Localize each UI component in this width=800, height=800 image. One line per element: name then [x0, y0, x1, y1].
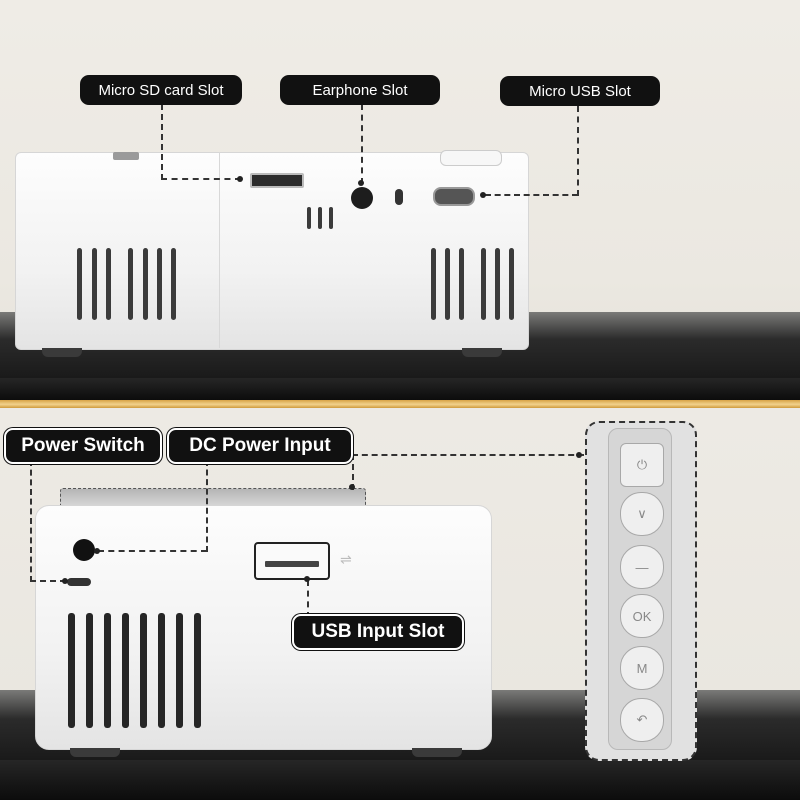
leader-line — [577, 106, 579, 196]
vent-slot — [104, 613, 111, 728]
vent-slot — [143, 248, 148, 320]
leader-line — [485, 194, 578, 196]
power-icon: ⏻ — [620, 443, 664, 487]
vent-slot — [194, 613, 201, 728]
vent-slot — [329, 207, 333, 229]
ok-button: OK — [620, 594, 664, 638]
vent-slot — [318, 207, 322, 229]
earphone-label: Earphone Slot — [280, 75, 440, 105]
micro-usb-port — [433, 187, 475, 206]
leader-dot — [349, 484, 355, 490]
device-foot — [462, 348, 502, 357]
device-foot — [412, 748, 462, 757]
leader-dot — [358, 180, 364, 186]
leader-line — [307, 580, 309, 618]
indicator-led — [395, 189, 403, 205]
vent-slot — [431, 248, 436, 320]
vent-slot — [495, 248, 500, 320]
chevron-down-icon: ∨ — [620, 492, 664, 536]
return-icon: ↶ — [620, 698, 664, 742]
earphone-jack — [351, 187, 373, 209]
leader-dot — [62, 578, 68, 584]
leader-line — [30, 580, 66, 582]
leader-dot — [576, 452, 582, 458]
top-tab — [113, 152, 139, 160]
vent-slot — [481, 248, 486, 320]
leader-line — [161, 178, 241, 180]
vent-slot — [445, 248, 450, 320]
dc-power-label: DC Power Input — [167, 428, 353, 464]
vent-slot — [459, 248, 464, 320]
usb-input-label: USB Input Slot — [292, 614, 464, 650]
menu-icon: M — [620, 646, 664, 690]
vent-slot — [158, 613, 165, 728]
device-foot — [42, 348, 82, 357]
leader-line — [161, 104, 163, 180]
power-switch — [67, 578, 91, 586]
leader-line — [98, 550, 207, 552]
vent-slot — [68, 613, 75, 728]
vent-slot — [128, 248, 133, 320]
panel-seam — [219, 152, 220, 348]
vent-slot — [171, 248, 176, 320]
shelf-edge-top — [0, 378, 800, 400]
leader-line — [361, 104, 363, 184]
micro-sd-label: Micro SD card Slot — [80, 75, 242, 105]
vent-slot — [307, 207, 311, 229]
section-divider — [0, 400, 800, 408]
vent-slot — [509, 248, 514, 320]
leader-dot — [94, 548, 100, 554]
leader-line — [352, 454, 584, 456]
top-lens-cap — [440, 150, 502, 166]
vent-slot — [140, 613, 147, 728]
leader-line — [30, 460, 32, 582]
leader-dot — [480, 192, 486, 198]
device-foot — [70, 748, 120, 757]
leader-line — [352, 444, 354, 490]
vent-slot — [106, 248, 111, 320]
vent-slot — [77, 248, 82, 320]
leader-dot — [304, 576, 310, 582]
top-view-panel: Micro SD card Slot Earphone Slot Micro U… — [0, 0, 800, 400]
dc-power-jack — [73, 539, 95, 561]
leader-dot — [237, 176, 243, 182]
vent-slot — [157, 248, 162, 320]
leader-line — [206, 460, 208, 552]
vent-slot — [92, 248, 97, 320]
vent-slot — [86, 613, 93, 728]
minus-icon: — — [620, 545, 664, 589]
micro-usb-label: Micro USB Slot — [500, 76, 660, 106]
micro-sd-port — [250, 173, 304, 188]
usb-symbol-icon: ⇌ — [340, 552, 352, 568]
vent-slot — [122, 613, 129, 728]
usb-port-tongue — [265, 561, 319, 567]
power-switch-label: Power Switch — [4, 428, 162, 464]
usb-port — [254, 542, 330, 580]
vent-slot — [176, 613, 183, 728]
shelf-edge-bottom — [0, 760, 800, 800]
